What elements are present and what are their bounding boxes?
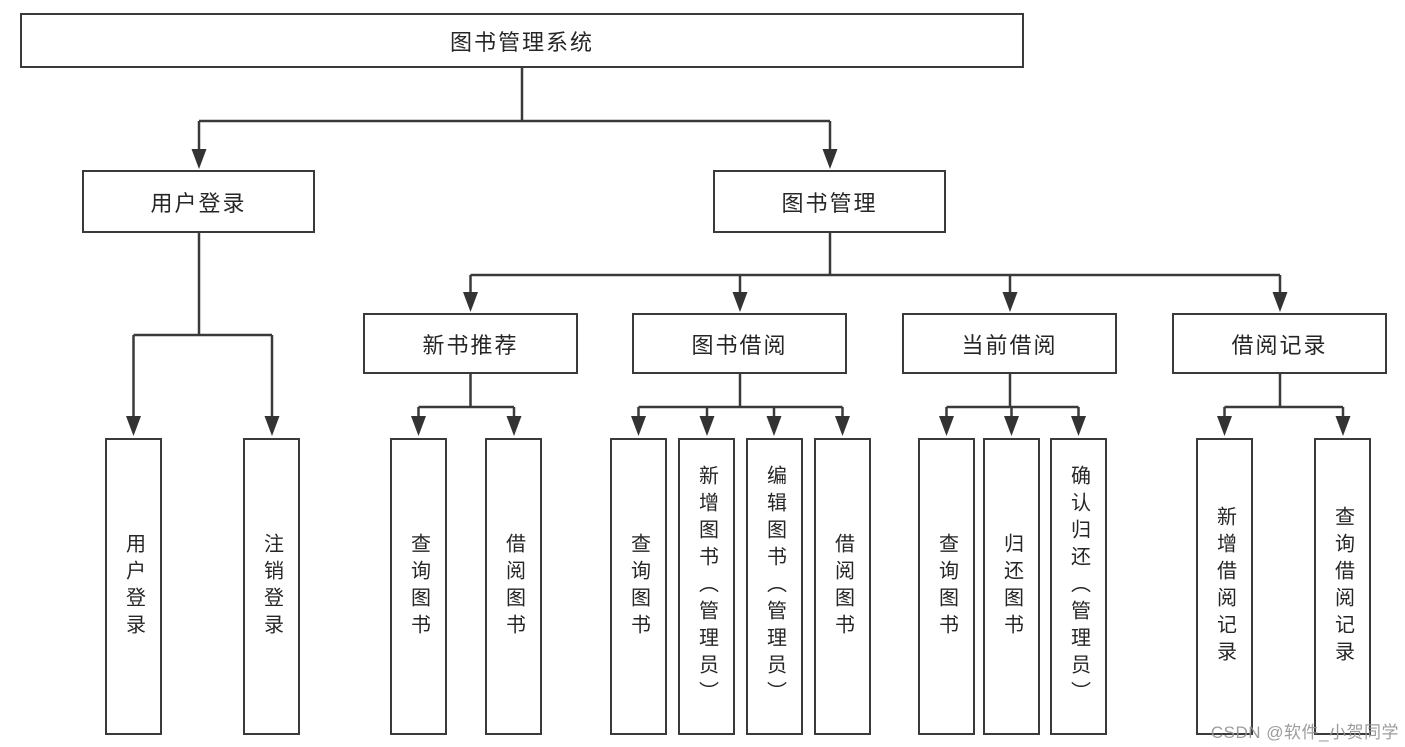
leaf-add-books-admin-label: 新增图书（管理员） bbox=[695, 465, 718, 708]
leaf-add-books-admin: 新增图书（管理员） bbox=[678, 438, 735, 735]
arrowheads bbox=[126, 149, 1351, 436]
leaf-query-borrow-record: 查询借阅记录 bbox=[1314, 438, 1371, 735]
leaf-return-books-label: 归还图书 bbox=[1000, 532, 1023, 641]
node-current-borrowing-label: 当前借阅 bbox=[961, 332, 1058, 358]
leaf-query-books-recommend: 查询图书 bbox=[390, 438, 447, 735]
leaf-user-login: 用户登录 bbox=[105, 438, 162, 735]
tree-edges bbox=[132, 68, 1345, 418]
leaf-query-books-current-label: 查询图书 bbox=[935, 532, 958, 641]
leaf-edit-books-admin: 编辑图书（管理员） bbox=[746, 438, 803, 735]
leaf-query-borrow-record-label: 查询借阅记录 bbox=[1331, 505, 1354, 668]
leaf-edit-books-admin-label: 编辑图书（管理员） bbox=[763, 465, 786, 708]
node-root: 图书管理系统 bbox=[20, 13, 1024, 68]
node-book-management: 图书管理 bbox=[713, 170, 946, 233]
leaf-confirm-return-admin-label: 确认归还（管理员） bbox=[1067, 465, 1090, 708]
node-borrowing-records-label: 借阅记录 bbox=[1231, 332, 1328, 358]
leaf-logout: 注销登录 bbox=[243, 438, 300, 735]
leaf-borrow-books-borrowing-label: 借阅图书 bbox=[831, 532, 854, 641]
node-user-login: 用户登录 bbox=[82, 170, 315, 233]
leaf-borrow-books-borrowing: 借阅图书 bbox=[814, 438, 871, 735]
leaf-borrow-books-recommend-label: 借阅图书 bbox=[502, 532, 525, 641]
leaf-add-borrow-record: 新增借阅记录 bbox=[1196, 438, 1253, 735]
leaf-query-books-borrowing-label: 查询图书 bbox=[627, 532, 650, 641]
leaf-query-books-recommend-label: 查询图书 bbox=[407, 532, 430, 641]
watermark-text: CSDN @软件_小贺同学 bbox=[1210, 723, 1399, 742]
leaf-query-books-current: 查询图书 bbox=[918, 438, 975, 735]
leaf-add-borrow-record-label: 新增借阅记录 bbox=[1213, 505, 1236, 668]
leaf-user-login-label: 用户登录 bbox=[122, 532, 145, 641]
leaf-query-books-borrowing: 查询图书 bbox=[610, 438, 667, 735]
leaf-logout-label: 注销登录 bbox=[260, 532, 283, 641]
node-root-label: 图书管理系统 bbox=[449, 29, 594, 55]
node-book-management-label: 图书管理 bbox=[781, 190, 878, 216]
leaf-confirm-return-admin: 确认归还（管理员） bbox=[1050, 438, 1107, 735]
node-book-borrowing-label: 图书借阅 bbox=[691, 332, 788, 358]
node-current-borrowing: 当前借阅 bbox=[902, 313, 1117, 374]
node-new-book-recommend-label: 新书推荐 bbox=[422, 332, 519, 358]
node-new-book-recommend: 新书推荐 bbox=[363, 313, 578, 374]
leaf-borrow-books-recommend: 借阅图书 bbox=[485, 438, 542, 735]
leaf-return-books: 归还图书 bbox=[983, 438, 1040, 735]
node-borrowing-records: 借阅记录 bbox=[1172, 313, 1387, 374]
node-user-login-label: 用户登录 bbox=[150, 190, 247, 216]
node-book-borrowing: 图书借阅 bbox=[632, 313, 847, 374]
